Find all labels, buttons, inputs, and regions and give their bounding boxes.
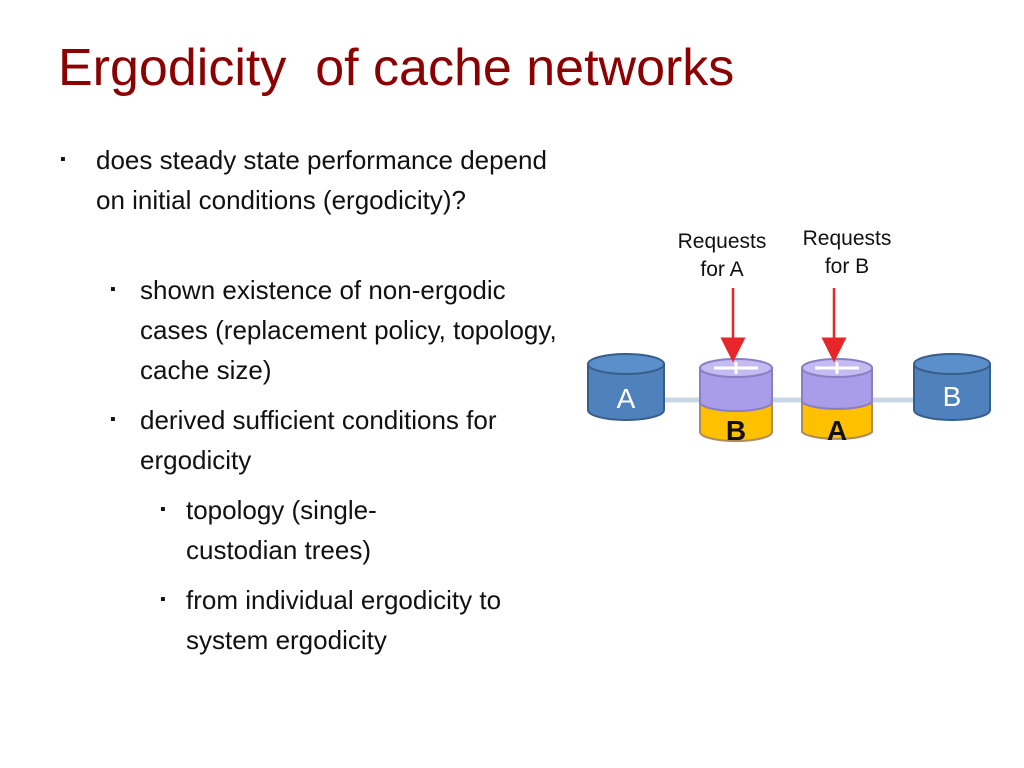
cache-node-2: A: [801, 358, 873, 446]
bullet-text: shown existence of non-ergodic cases (re…: [140, 275, 557, 385]
requests-a-line1: Requests: [678, 230, 767, 253]
bullet-marker: ▪: [110, 281, 116, 298]
server-b: B: [913, 353, 991, 421]
bullet-item: ▪ from individual ergodicity to system e…: [160, 580, 571, 660]
bullet-marker: ▪: [160, 501, 166, 518]
requests-a-line2: for A: [700, 258, 743, 281]
bullet-marker: ▪: [110, 411, 116, 428]
cache-2-content: A: [827, 415, 847, 446]
requests-b-line2: for B: [825, 255, 869, 278]
bullet-marker: ▪: [60, 151, 66, 168]
requests-b-line1: Requests: [803, 227, 892, 250]
slide-title: Ergodicity of cache networks: [58, 39, 735, 97]
bullet-item: ▪ shown existence of non-ergodic cases (…: [110, 270, 570, 390]
bullet-item: ▪ topology (single-custodian trees): [160, 490, 446, 570]
server-b-label: B: [943, 381, 962, 412]
bullet-marker: ▪: [160, 591, 166, 608]
bullet-item: ▪ derived sufficient conditions for ergo…: [110, 400, 570, 480]
bullet-text: topology (single-custodian trees): [186, 495, 377, 565]
bullet-text: from individual ergodicity to system erg…: [186, 585, 502, 655]
bullet-text: does steady state performance depend on …: [96, 145, 547, 215]
cache-1-content: B: [726, 415, 746, 446]
server-a: A: [587, 353, 665, 421]
bullet-item: ▪ does steady state performance depend o…: [60, 140, 576, 220]
server-a-label: A: [617, 383, 636, 414]
bullet-text: derived sufficient conditions for ergodi…: [140, 405, 497, 475]
cache-node-1: B: [699, 358, 773, 446]
